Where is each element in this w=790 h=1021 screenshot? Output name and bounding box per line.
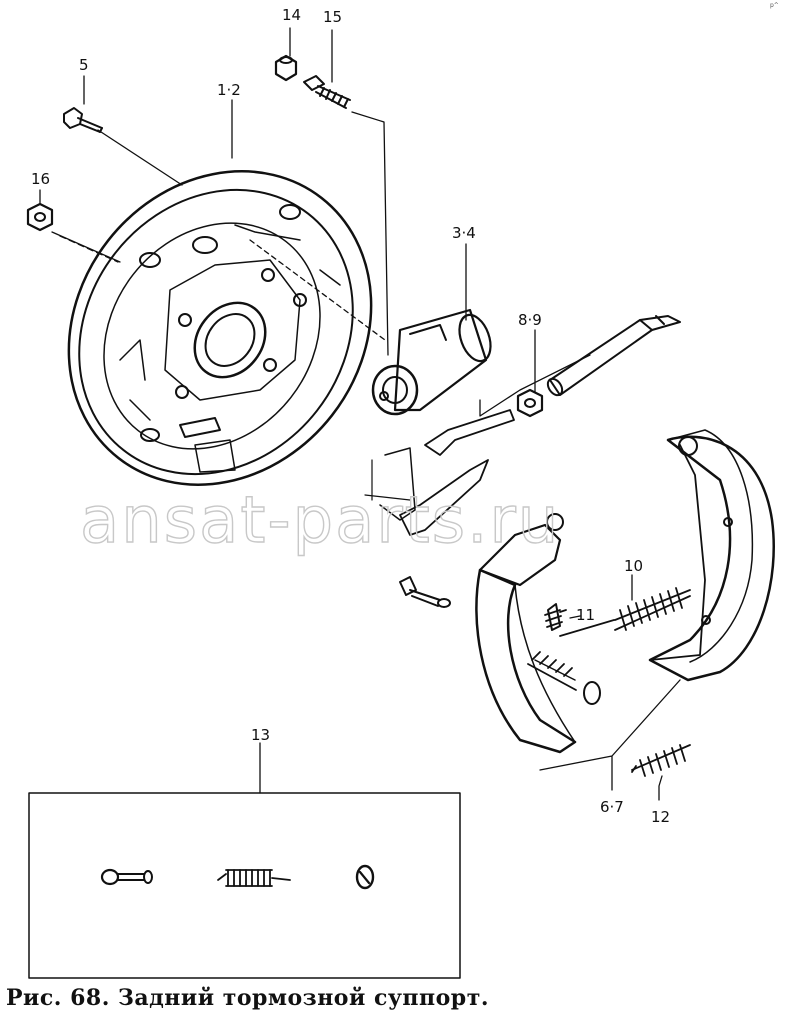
watermark: ansat-parts.ru [80,484,560,558]
bleeder-screw-15 [303,75,351,109]
label-13: 13 [251,726,270,744]
label-5: 5 [79,56,89,74]
bolt-5 [63,107,103,133]
spring-11 [544,609,567,628]
label-3-4: 3·4 [452,224,476,242]
label-14: 14 [282,6,301,24]
kit-pin [100,868,153,886]
nut-16 [26,202,54,232]
figure-caption: Рис. 68. Задний тормозной суппорт. [6,985,489,1011]
label-1-2: 1·2 [217,81,241,99]
spring-12 [631,744,691,777]
brake-shoe-front [475,513,601,754]
label-16: 16 [31,170,50,188]
label-6-7: 6·7 [600,798,624,816]
kit-spring [217,869,291,887]
nut-8-9 [516,388,544,418]
spring-10 [559,587,691,637]
label-10: 10 [624,557,643,575]
shoe-spring [527,651,577,691]
label-11: 11 [576,606,595,624]
label-8-9: 8·9 [518,311,542,329]
backing-plate [67,170,373,486]
kit-box-13 [28,792,461,979]
wheel-cylinder [371,308,492,416]
label-12: 12 [651,808,670,826]
pin-loose [399,576,451,608]
brake-shoe-rear [648,429,775,682]
leader-lines [39,27,681,801]
adjuster-rod [546,315,681,397]
kit-clip [355,864,375,890]
cap-14 [274,54,298,82]
corner-mark: p^ [770,2,779,9]
label-15: 15 [323,8,342,26]
parking-lever [364,409,515,536]
